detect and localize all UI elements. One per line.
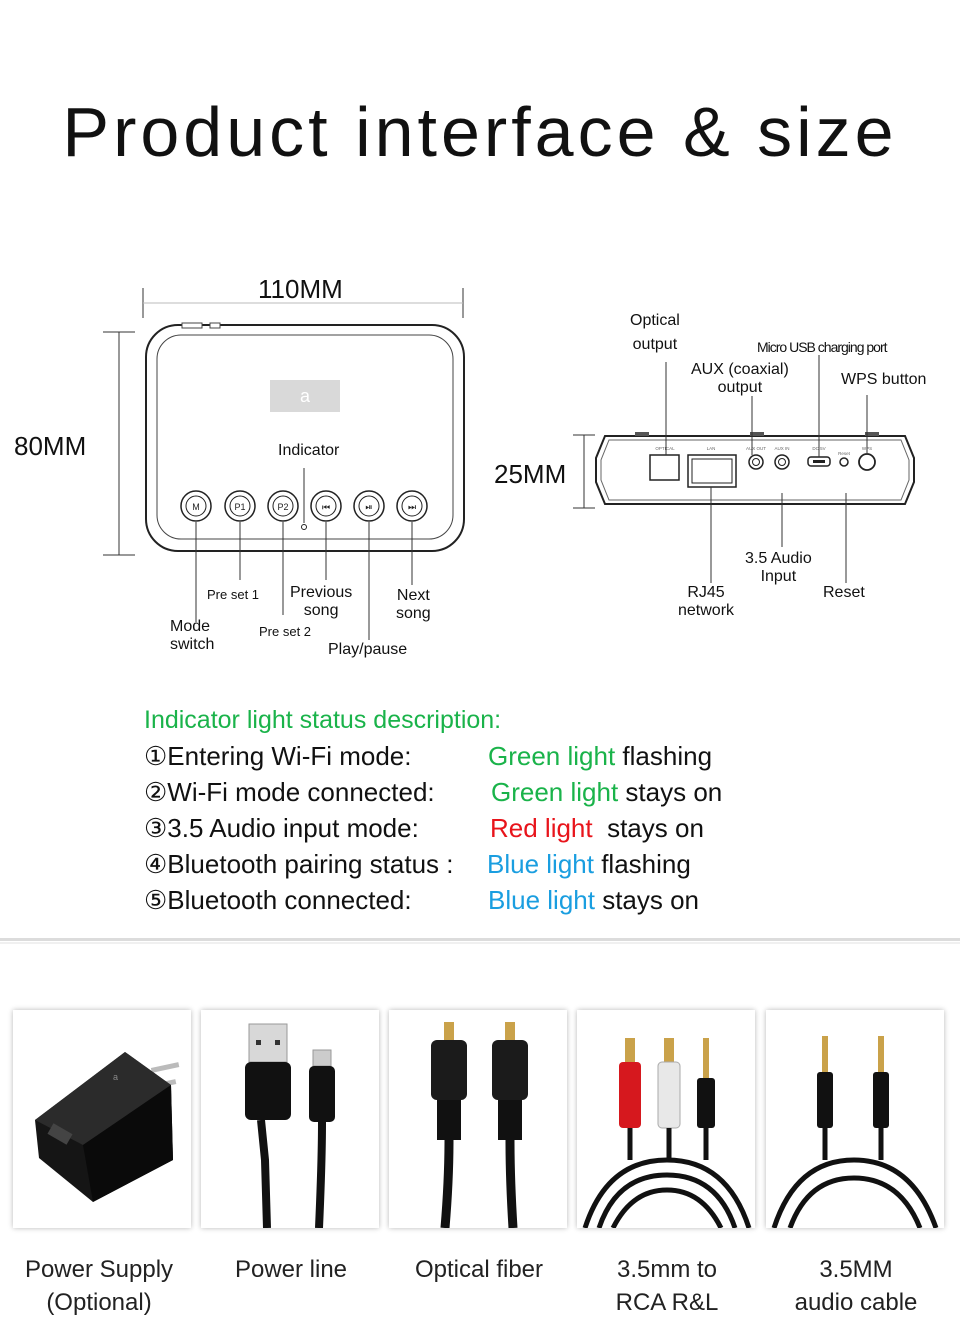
reset-label: Reset (823, 584, 865, 601)
previous-song-button[interactable]: ⏮ (310, 490, 342, 522)
svg-text:Reset: Reset (838, 451, 851, 456)
light-color: Red light (490, 813, 593, 843)
optical-port (649, 454, 680, 481)
status-label: ③3.5 Audio input mode: (144, 813, 419, 843)
status-label: ①Entering Wi-Fi mode: (144, 741, 412, 771)
usb-cable-icon (245, 1023, 335, 1228)
wps-label: WPS button (841, 371, 927, 388)
light-state: stays on (618, 777, 723, 807)
optical-cable-icon (431, 1022, 528, 1228)
caption-optical-fiber: Optical fiber (414, 1256, 544, 1283)
play-pause-label: Play/pause (328, 641, 408, 658)
device-front-outline (145, 324, 465, 552)
accessory-card-optical-fiber (389, 1010, 567, 1228)
logo-plate (270, 380, 340, 412)
aux-cable-icon (771, 1036, 939, 1228)
reset-hole[interactable] (839, 457, 849, 467)
height-dimension: 80MM (14, 431, 87, 461)
previous-icon: ⏮ (322, 502, 330, 512)
accessory-card-aux (766, 1010, 944, 1228)
aux-output-label: AUX (coaxial)output (691, 361, 789, 396)
indicator-led (301, 524, 307, 530)
logo-icon: a (300, 386, 311, 406)
aux-in-port (774, 454, 790, 470)
accessory-card-power-supply: a (13, 1010, 191, 1228)
status-label: ④Bluetooth pairing status : (144, 849, 454, 879)
svg-text:OPTICAL: OPTICAL (655, 446, 675, 451)
thickness-dimension: 25MM (494, 459, 567, 489)
accessory-card-power-line (201, 1010, 379, 1228)
preset-1-button[interactable]: P1 (224, 490, 256, 522)
accessory-card-rca (577, 1010, 755, 1228)
next-song-button[interactable]: ⏭ (396, 490, 428, 522)
status-row: ④Bluetooth pairing status : Blue light f… (144, 849, 764, 881)
play-pause-button[interactable]: ⏯ (353, 490, 385, 522)
width-dimension: 110MM (258, 274, 343, 304)
status-label: ②Wi-Fi mode connected: (144, 777, 435, 807)
side-view-diagram: OPTICAL LAN AUX OUT AUX IN DC 5V Reset W… (573, 355, 915, 583)
svg-text:P1: P1 (234, 502, 245, 512)
rca-cable-icon (582, 1038, 752, 1228)
svg-text:LAN: LAN (707, 446, 716, 451)
svg-text:AUX IN: AUX IN (774, 446, 789, 451)
status-section-title: Indicator light status description: (144, 706, 502, 734)
device-side-outline (595, 435, 915, 505)
section-divider (0, 938, 960, 941)
next-icon: ⏭ (408, 502, 416, 512)
page-title: Product interface & size (62, 93, 898, 171)
light-color: Blue light (487, 849, 594, 879)
aux-out-port (748, 454, 764, 470)
svg-text:P2: P2 (277, 502, 288, 512)
light-state: stays on (594, 885, 700, 915)
light-state: flashing (593, 849, 691, 879)
wps-button[interactable] (858, 453, 876, 471)
caption-power-line: Power line (234, 1256, 348, 1283)
preset-1-label: Pre set 1 (207, 587, 260, 602)
indicator-label: Indicator (278, 442, 340, 459)
status-row: ①Entering Wi-Fi mode: Green light flashi… (144, 741, 764, 773)
svg-text:AUX OUT: AUX OUT (746, 446, 766, 451)
svg-text:M: M (192, 502, 200, 512)
micro-usb-label: Micro USB charging port (757, 339, 888, 355)
light-state: flashing (615, 741, 713, 771)
status-label: ⑤Bluetooth connected: (144, 885, 412, 915)
power-adapter-icon: a (35, 1052, 180, 1202)
preset-2-label: Pre set 2 (259, 624, 312, 639)
light-color: Green light (488, 741, 616, 771)
status-row: ⑤Bluetooth connected: Blue light stays o… (144, 885, 764, 917)
front-view-diagram: a M P1 P2 ⏮ ⏯ ⏭ (103, 288, 465, 640)
preset-2-button[interactable]: P2 (267, 490, 299, 522)
rj45-port (687, 454, 737, 488)
light-state: stays on (592, 813, 704, 843)
caption-power-supply: Power Supply(Optional) (24, 1256, 174, 1316)
play-pause-icon: ⏯ (365, 502, 372, 512)
status-row: ②Wi-Fi mode connected: Green light stays… (144, 777, 764, 809)
status-row: ③3.5 Audio input mode: Red light stays o… (144, 813, 764, 845)
light-color: Green light (491, 777, 619, 807)
mode-button[interactable]: M (180, 490, 212, 522)
svg-text:a: a (113, 1072, 118, 1082)
light-color: Blue light (488, 885, 595, 915)
